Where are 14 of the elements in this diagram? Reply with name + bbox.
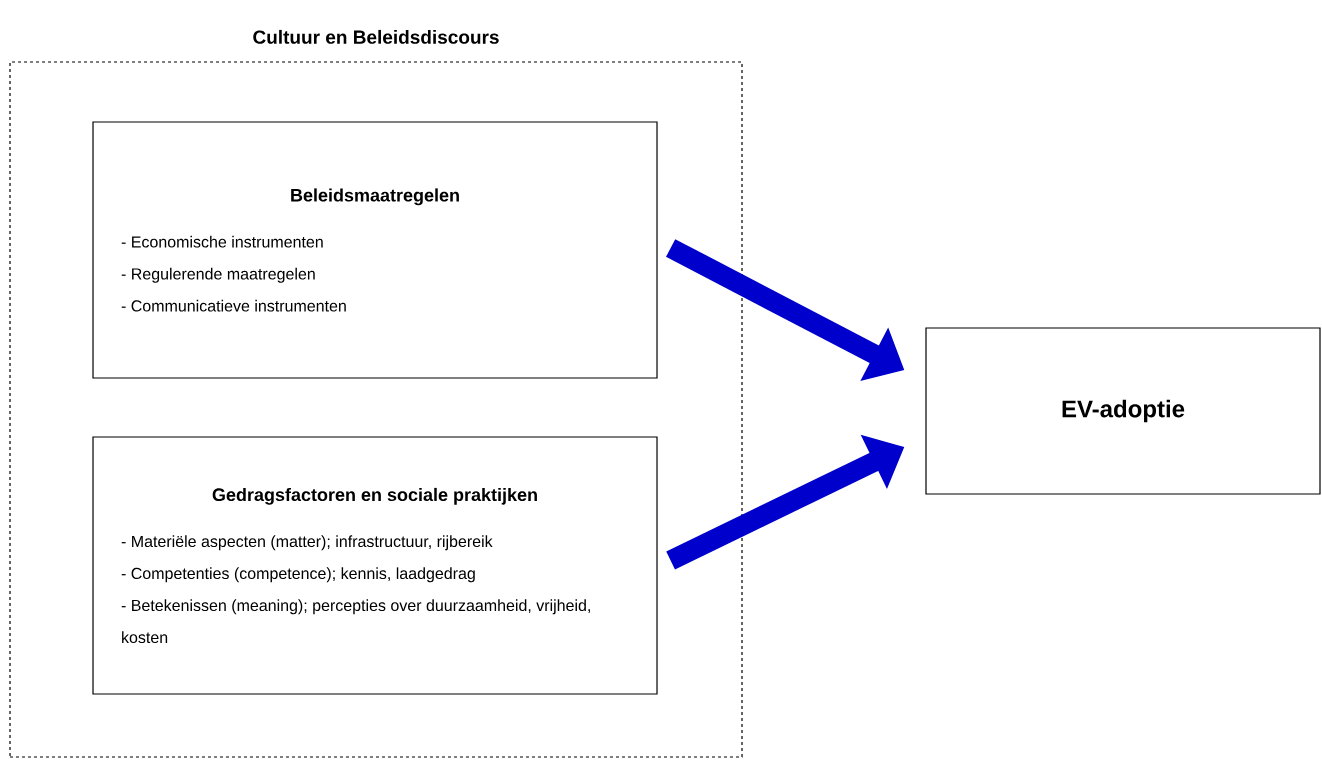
list-item: - Economische instrumenten bbox=[121, 235, 323, 248]
result-box bbox=[925, 327, 1321, 495]
list-item: - Communicatieve instrumenten bbox=[121, 299, 346, 312]
dashed-frame bbox=[9, 29, 743, 758]
list-item: - Regulerende maatregelen bbox=[121, 267, 315, 283]
container-heading: Cultuur en Beleidsdiscours bbox=[253, 29, 499, 44]
list-item: - Materiële aspecten (matter); infrastructuur, rijbereik bbox=[121, 535, 493, 551]
box-heading: Gedragsfactoren en sociale praktijken bbox=[212, 487, 537, 505]
box-heading: Beleidsmaatregelen bbox=[291, 188, 459, 206]
list-item: - Competenties (competence); kennis, laadgedrag bbox=[121, 567, 475, 583]
text-box bbox=[92, 436, 658, 695]
box-title: EV-adoptie bbox=[1062, 399, 1185, 423]
text-box bbox=[92, 121, 658, 379]
list-item: - Betekenissen (meaning); percepties over duurzaamheid, vrijheid, kosten bbox=[121, 599, 590, 644]
